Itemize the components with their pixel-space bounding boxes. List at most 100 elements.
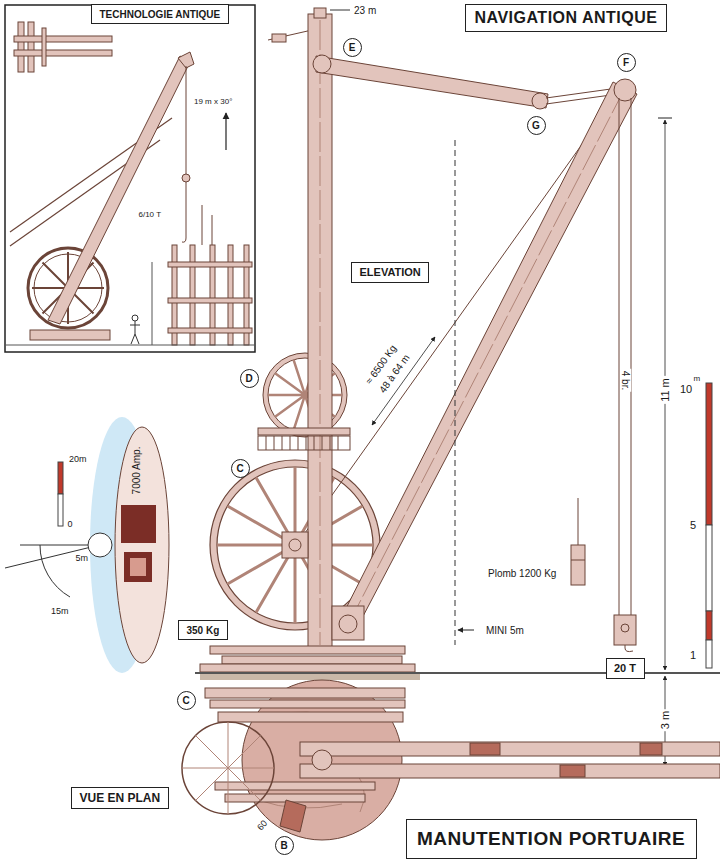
boom-beam <box>532 93 548 109</box>
rope-note: 4 br. <box>620 368 631 391</box>
scale-label: 1 <box>688 649 698 661</box>
box-text: VUE EN PLAN <box>80 792 161 805</box>
hook-tackle <box>621 624 629 632</box>
scale-label: 0 <box>66 520 75 530</box>
ship-capacity-label: 7000 Amp. <box>131 444 142 496</box>
box-text: TECHNOLOGIE ANTIQUE <box>100 9 221 20</box>
ship-plan <box>124 552 152 582</box>
platform <box>266 436 338 450</box>
callout-letter: C <box>231 459 250 478</box>
ship-plan <box>130 558 146 576</box>
callout-letter: B <box>275 836 294 855</box>
inset-ground <box>5 345 255 346</box>
clearance-line <box>455 140 456 645</box>
sheet-caption: MANUTENTION PORTUAIRE <box>417 829 685 850</box>
inset-human-figure <box>131 334 135 344</box>
inset-lift-arrow <box>226 113 227 150</box>
plan-wheel <box>182 722 274 814</box>
box-text: 350 Kg <box>187 625 220 636</box>
inset-bracket <box>14 22 112 72</box>
plumb-weight <box>571 560 585 561</box>
scale-label: 20m <box>67 455 89 465</box>
inset-human-figure <box>132 315 138 321</box>
box-text: 20 T <box>614 662 636 674</box>
ship-plan <box>121 505 156 543</box>
inset-ground <box>152 262 153 345</box>
plan-beams <box>205 688 405 698</box>
hook-tackle <box>614 615 636 645</box>
plan-beams <box>280 800 306 832</box>
hook-tackle <box>631 98 632 615</box>
clearance-line <box>455 140 474 645</box>
jib <box>348 88 625 625</box>
inset-tower <box>168 298 252 303</box>
hook-tackle <box>619 98 620 615</box>
boom-beam <box>313 55 331 73</box>
jib <box>614 79 636 101</box>
platform <box>258 436 350 450</box>
inset-crane <box>48 56 190 324</box>
upper-wheel <box>263 353 347 437</box>
inset-tower <box>202 205 203 245</box>
inset-ground <box>5 262 255 345</box>
callout-letter-text: E <box>349 42 356 53</box>
dimension-label: 19 m x 30° <box>192 98 234 107</box>
height-dimensions <box>658 118 672 119</box>
inset-frame <box>5 5 255 352</box>
plan-scale-bar <box>58 494 63 526</box>
hoist-rope <box>300 98 615 540</box>
scale-label: 10 <box>678 383 694 395</box>
plan-beams <box>312 750 332 770</box>
view-title-box: ELEVATION <box>351 262 429 283</box>
inset-tower <box>212 215 213 245</box>
inset-bracket <box>18 22 24 72</box>
mast <box>320 20 321 645</box>
inset-bracket <box>28 22 34 72</box>
scale-bar <box>706 611 712 640</box>
base-frame <box>200 646 415 672</box>
inset-bracket <box>14 50 112 56</box>
tread-wheel <box>217 467 373 623</box>
mast <box>308 14 332 650</box>
plumb-weight <box>571 545 585 585</box>
ship-plan <box>115 427 169 663</box>
inset-lift-arrow <box>225 113 226 150</box>
tread-wheel <box>217 467 373 623</box>
base-frame <box>200 664 415 672</box>
crane-position-circle <box>88 533 112 557</box>
base-frame <box>210 646 405 654</box>
top-pulley <box>272 34 286 42</box>
scale-bar <box>706 383 712 668</box>
callout-letter-text: B <box>280 840 287 851</box>
box-text: ELEVATION <box>360 266 421 278</box>
scale-bar <box>706 525 712 611</box>
callout-letter: C <box>177 691 196 710</box>
inset-human-figure <box>135 334 139 344</box>
clearance-line <box>458 630 474 631</box>
boom-beam <box>313 55 618 109</box>
dimension-label: 23 m <box>352 5 378 16</box>
wheel-hub <box>282 532 308 558</box>
plumb-weight <box>578 498 579 545</box>
inset-frame <box>5 5 255 352</box>
dimension-label: 3 m <box>659 709 671 731</box>
plan-beams <box>225 794 365 802</box>
inset-tower <box>168 205 252 345</box>
platform <box>258 428 350 450</box>
swing-radius-lines <box>40 545 70 597</box>
inset-crane <box>10 52 194 340</box>
inset-bracket <box>14 36 112 42</box>
inset-tower <box>168 262 252 267</box>
base-frame <box>222 656 402 664</box>
inset-human-figure <box>135 321 136 334</box>
plan-beams <box>215 782 375 790</box>
load-box: 20 T <box>606 658 645 679</box>
callout-letter-text: D <box>245 373 252 384</box>
inset-crane <box>178 52 194 68</box>
inset-human-figure <box>130 315 140 344</box>
callout-letter: E <box>343 38 362 57</box>
inset-crane <box>182 232 186 242</box>
plan-beams <box>560 765 585 777</box>
